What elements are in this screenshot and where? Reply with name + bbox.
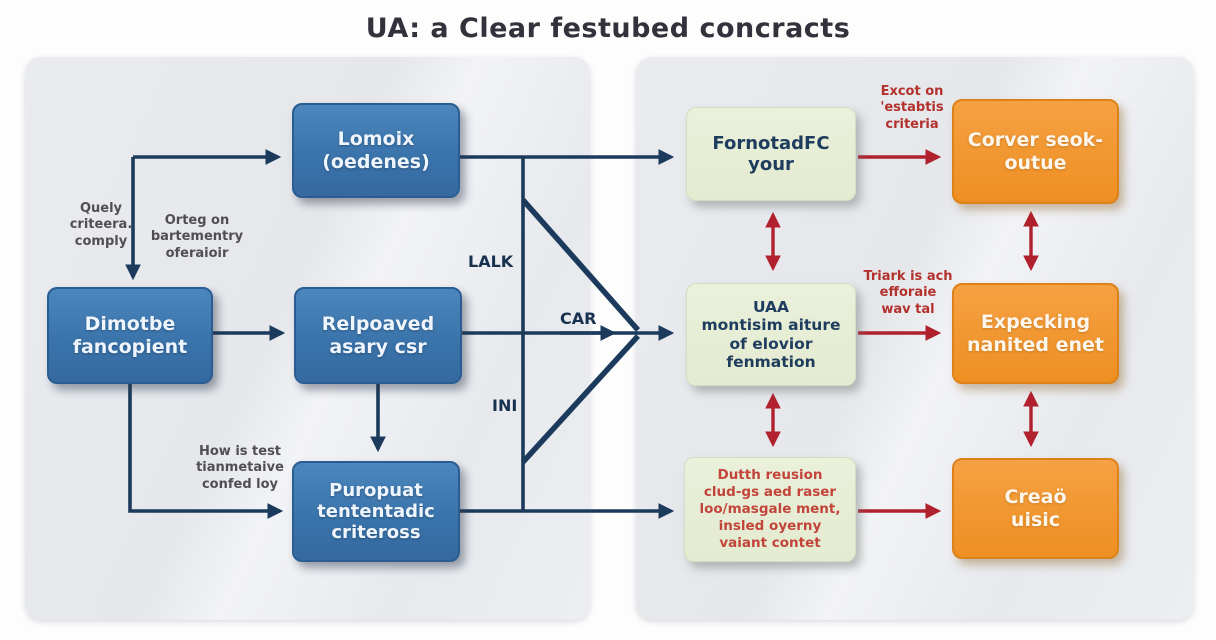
box-uaa: UAA montisim aiture of elovior fenmation [686, 283, 856, 386]
note-orteg: Orteg on bartementry oferaioir [150, 213, 244, 261]
box-puropuat: Puropuat tententadic criteross [292, 461, 460, 562]
note-quely: Quely criteera. comply [69, 201, 133, 249]
diagonal-bottom [520, 334, 641, 464]
diagram-title: UA: a Clear festubed concracts [365, 13, 851, 44]
line-label-car: CAR [560, 309, 597, 328]
note-triark: Triark is ach efforaie wav tal [863, 269, 953, 317]
box-dutth: Dutth reusion clud-gs aed raser loo/masg… [684, 457, 856, 562]
line-label-ini: INI [492, 396, 518, 415]
box-creao: Creaö uisic [952, 458, 1119, 559]
box-lomoix: Lomoix (oedenes) [292, 103, 460, 198]
red-flow-lines [765, 149, 1039, 519]
note-howis: How is test tianmetaive confed loy [196, 444, 284, 492]
diagonal-top [520, 198, 641, 332]
box-dimotbe: Dimotbe fancopient [47, 287, 213, 384]
box-corver: Corver seok- outue [952, 99, 1119, 204]
arrow-dimotbe-to-puropuat [128, 380, 284, 519]
line-label-lalk: LALK [468, 252, 514, 271]
note-excot: Excot on 'estabtis criteria [880, 84, 944, 132]
box-fornotad: FornotadFC your [686, 107, 856, 201]
navy-flow-lines [125, 149, 675, 519]
box-expecking: Expecking nanited enet [952, 283, 1119, 384]
box-relpoaved: Relpoaved asary csr [294, 287, 462, 384]
